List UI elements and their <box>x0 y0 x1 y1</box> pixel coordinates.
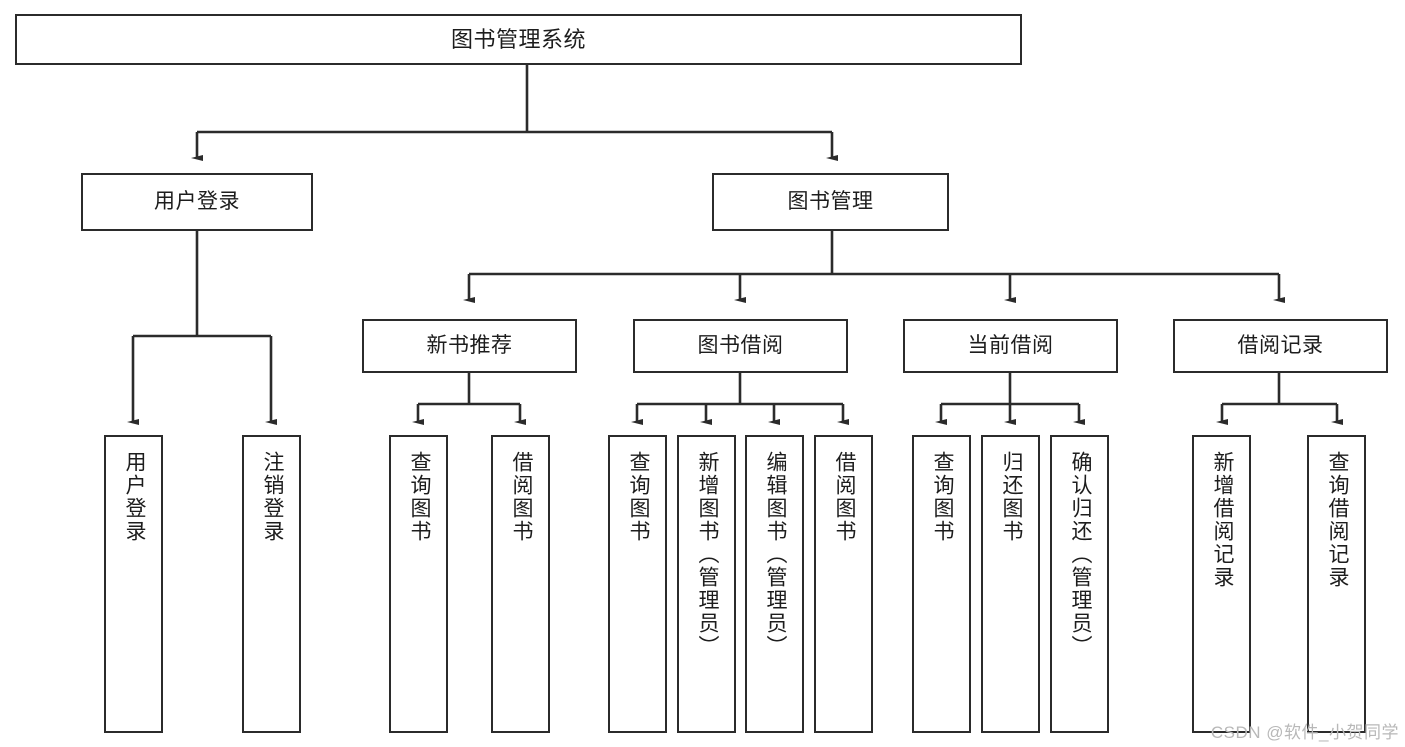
node-book-borrow[interactable]: 图书借阅 <box>633 319 848 373</box>
node-label: 查询图书 <box>407 451 431 543</box>
node-label: 归还图书 <box>999 451 1023 543</box>
node-label: 确认归还（管理员） <box>1068 451 1092 658</box>
node-label: 查询图书 <box>626 451 650 543</box>
leaf-add-book-admin[interactable]: 新增图书（管理员） <box>677 435 736 733</box>
node-label: 借阅图书 <box>509 451 533 543</box>
leaf-logout[interactable]: 注销登录 <box>242 435 301 733</box>
node-label: 用户登录 <box>154 189 240 213</box>
node-current-borrow[interactable]: 当前借阅 <box>903 319 1118 373</box>
leaf-query-book-recommend[interactable]: 查询图书 <box>389 435 448 733</box>
node-label: 注销登录 <box>260 451 284 543</box>
leaf-confirm-return-admin[interactable]: 确认归还（管理员） <box>1050 435 1109 733</box>
node-label: 编辑图书（管理员） <box>763 451 787 658</box>
leaf-add-borrow-record[interactable]: 新增借阅记录 <box>1192 435 1251 733</box>
leaf-return-book[interactable]: 归还图书 <box>981 435 1040 733</box>
leaf-edit-book-admin[interactable]: 编辑图书（管理员） <box>745 435 804 733</box>
node-label: 图书借阅 <box>697 333 784 357</box>
node-label: 用户登录 <box>122 451 146 543</box>
node-label: 借阅图书 <box>832 451 856 543</box>
node-label: 查询借阅记录 <box>1325 451 1349 589</box>
leaf-query-borrow-record[interactable]: 查询借阅记录 <box>1307 435 1366 733</box>
node-book-management[interactable]: 图书管理 <box>712 173 949 231</box>
node-label: 当前借阅 <box>967 333 1054 357</box>
leaf-query-book-borrow[interactable]: 查询图书 <box>608 435 667 733</box>
node-label: 新书推荐 <box>426 333 513 357</box>
leaf-user-login[interactable]: 用户登录 <box>104 435 163 733</box>
leaf-query-book-current[interactable]: 查询图书 <box>912 435 971 733</box>
node-label: 图书管理 <box>787 189 874 213</box>
node-root[interactable]: 图书管理系统 <box>15 14 1022 65</box>
csdn-watermark: CSDN @软件_小贺同学 <box>1210 723 1399 742</box>
node-label: 新增借阅记录 <box>1210 451 1234 589</box>
node-user-login[interactable]: 用户登录 <box>81 173 313 231</box>
node-label: 图书管理系统 <box>450 26 586 52</box>
node-label: 查询图书 <box>930 451 954 543</box>
node-borrow-record[interactable]: 借阅记录 <box>1173 319 1388 373</box>
node-label: 新增图书（管理员） <box>695 451 719 658</box>
node-new-book-recommend[interactable]: 新书推荐 <box>362 319 577 373</box>
leaf-borrow-book-recommend[interactable]: 借阅图书 <box>491 435 550 733</box>
node-label: 借阅记录 <box>1237 333 1324 357</box>
leaf-borrow-book[interactable]: 借阅图书 <box>814 435 873 733</box>
